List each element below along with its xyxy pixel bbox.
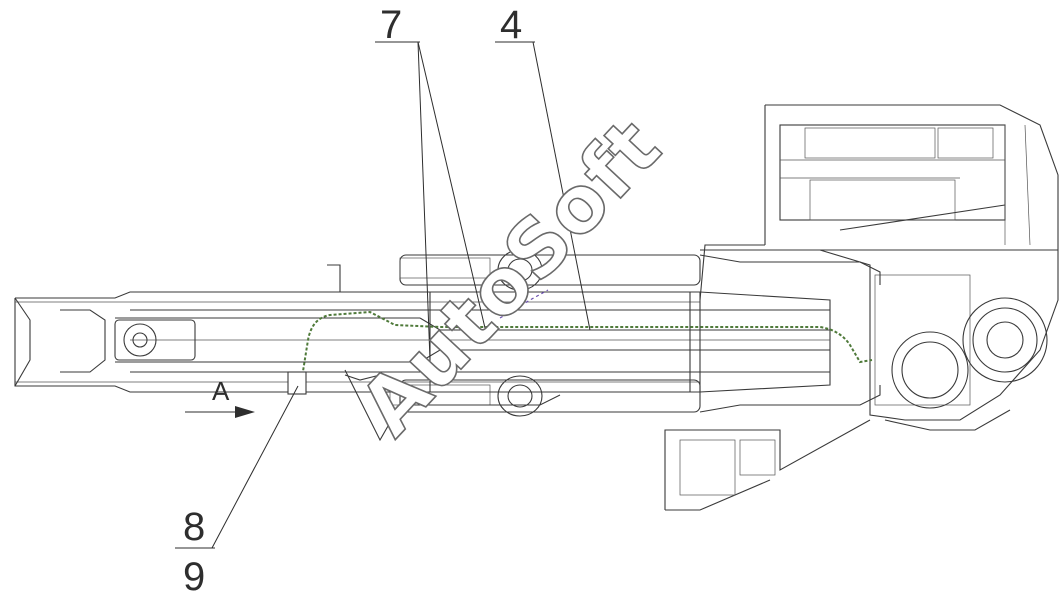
callout-8: 8 bbox=[183, 505, 205, 549]
callout-leaders bbox=[175, 41, 591, 549]
base-frame bbox=[664, 104, 1059, 511]
telescopic-boom bbox=[14, 264, 831, 442]
callout-7: 7 bbox=[380, 3, 402, 47]
view-arrow-a bbox=[185, 406, 255, 418]
callout-9: 9 bbox=[183, 555, 205, 599]
hose-line bbox=[287, 289, 873, 395]
callout-4: 4 bbox=[500, 3, 522, 47]
hydraulic-cylinders bbox=[389, 249, 881, 417]
view-label-a: A bbox=[212, 376, 230, 406]
